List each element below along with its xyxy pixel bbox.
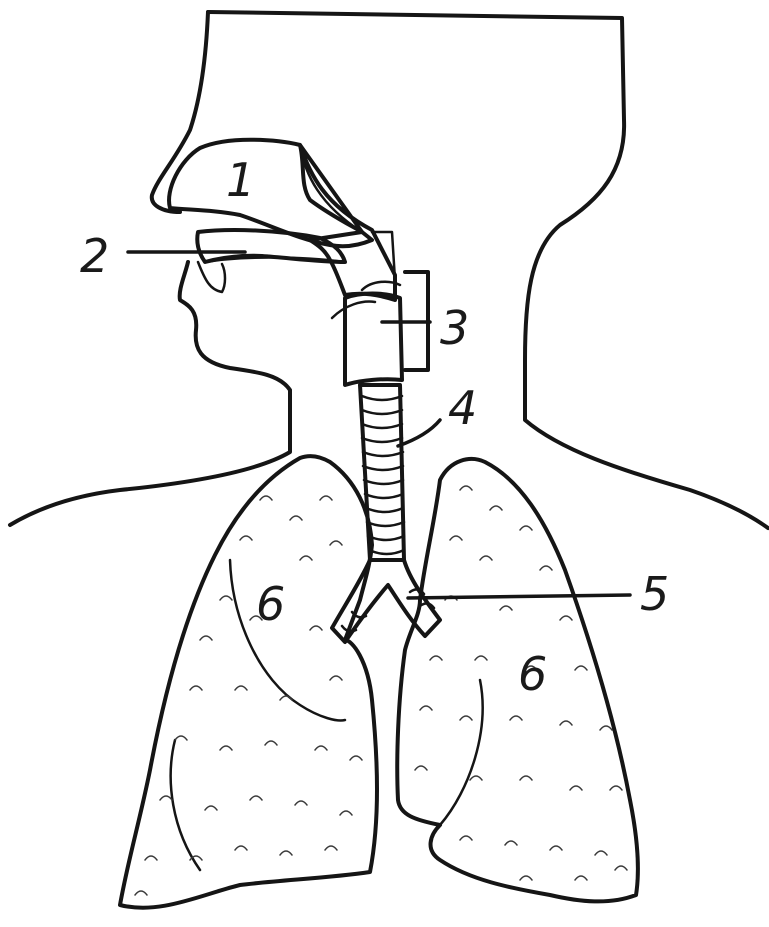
label-4: 4 [448,381,477,435]
label-6-right-lung: 6 [518,647,547,701]
left-lung [120,456,377,908]
label-5: 5 [640,567,669,621]
trachea [360,385,404,560]
leader-4 [398,420,440,446]
label-6-left-lung: 6 [256,577,285,631]
body-outline [10,12,768,528]
larynx [332,282,402,385]
label-1: 1 [226,153,255,207]
leader-5 [408,595,630,598]
label-3: 3 [440,301,469,355]
left-lung-texture [135,496,362,895]
label-2: 2 [80,229,109,283]
